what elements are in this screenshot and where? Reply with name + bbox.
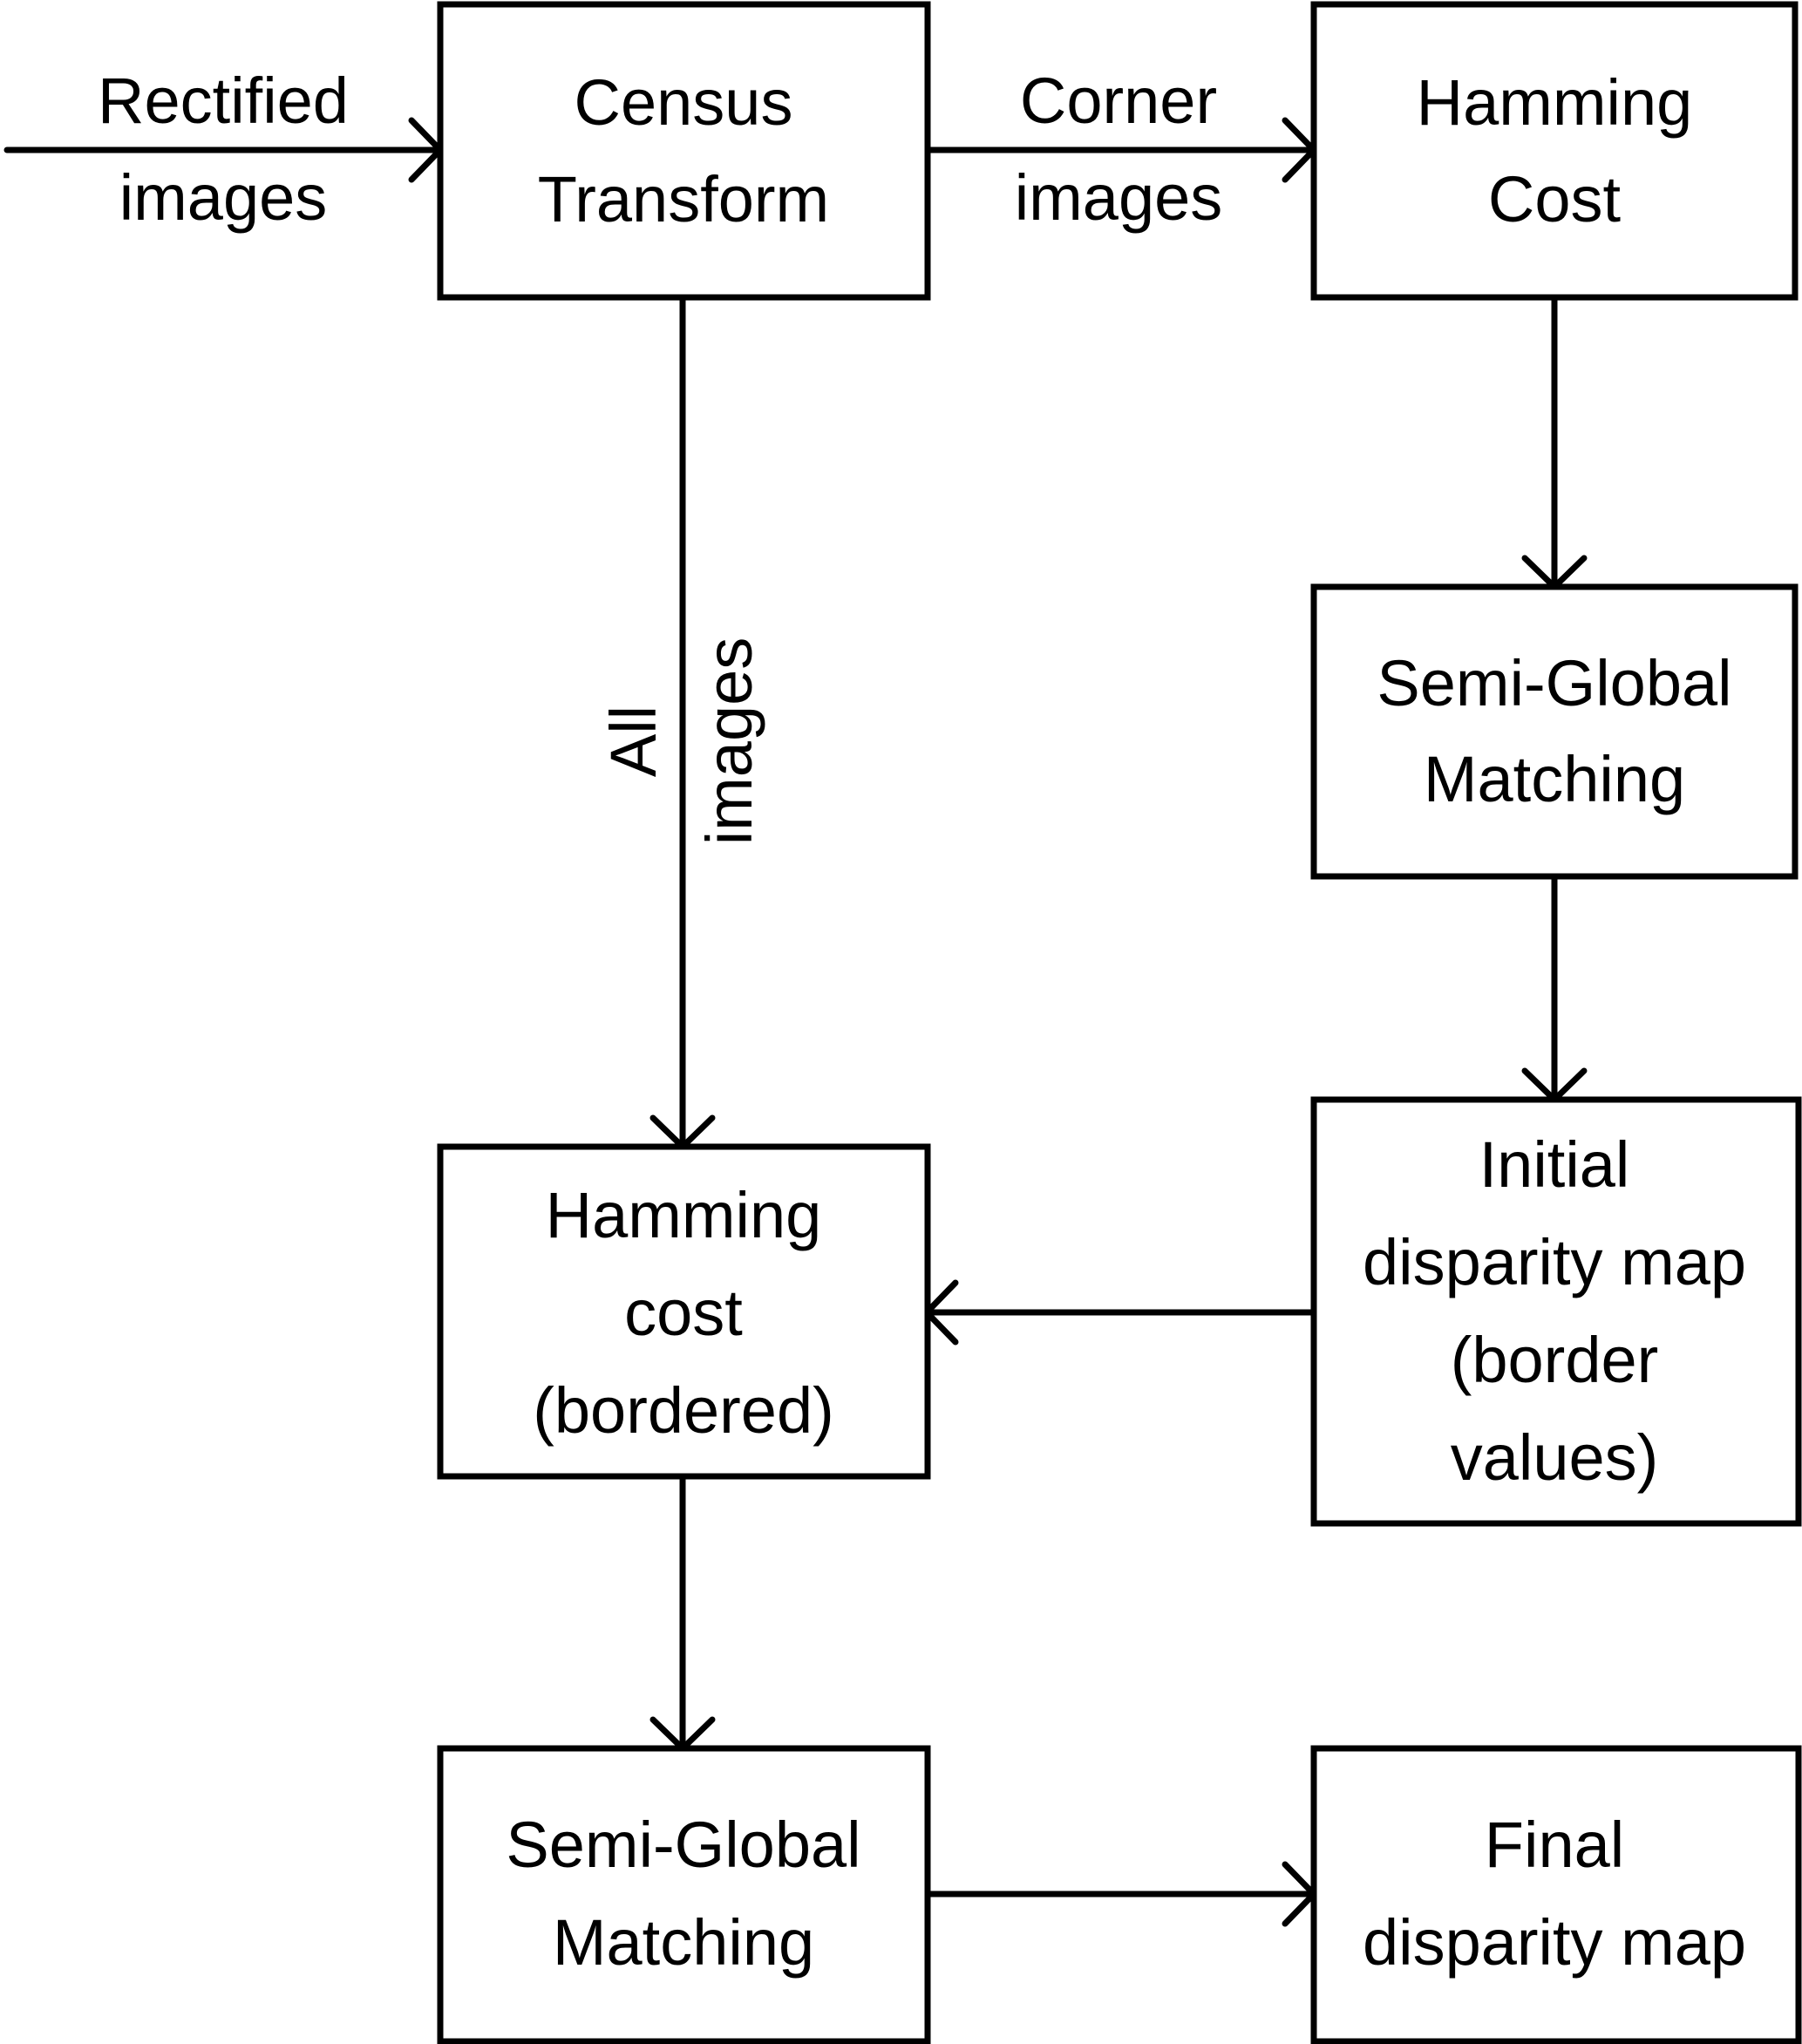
semi-global-matching-top-line-1: Semi-Global [1377, 647, 1731, 719]
hamming-cost-top-line-2: Cost [1488, 163, 1622, 235]
census-transform-line-1: Census [575, 66, 793, 139]
semi-global-matching-bottom-box: Semi-Global Matching [437, 1745, 931, 2044]
arrow-sgm-bottom-to-final-disparity [924, 1861, 1318, 1927]
rectified-images-line-2: images [119, 161, 328, 234]
semi-global-matching-bottom-line-1: Semi-Global [506, 1809, 860, 1881]
hamming-cost-bordered-line-1: Hamming [546, 1179, 822, 1251]
arrow-hamming-bordered-to-sgm-bottom [649, 1474, 716, 1753]
all-images-line-1: All [597, 705, 670, 777]
corner-images-line-2: images [1015, 161, 1223, 234]
semi-global-matching-top-box: Semi-Global Matching [1310, 583, 1799, 880]
initial-disparity-line-1: Initial [1479, 1128, 1630, 1201]
all-images-line-2: images [693, 637, 765, 846]
hamming-cost-bordered-box: Hamming cost (bordered) [437, 1143, 931, 1480]
semi-global-matching-top-line-2: Matching [1424, 743, 1685, 815]
all-images-label: All images [597, 637, 765, 846]
initial-disparity-line-2: disparity map [1363, 1226, 1746, 1298]
arrow-sgm-top-to-initial-disparity [1521, 874, 1588, 1104]
initial-disparity-map-box: Initial disparity map (border values) [1310, 1096, 1802, 1527]
hamming-cost-top-line-1: Hamming [1417, 66, 1693, 139]
hamming-cost-bordered-line-3: (bordered) [533, 1374, 834, 1447]
census-transform-box: Census Transform [437, 1, 931, 301]
rectified-images-label: Rectified images [98, 65, 349, 234]
hamming-cost-top-box: Hamming Cost [1310, 1, 1799, 301]
arrow-hamming-top-to-sgm-top [1521, 295, 1588, 591]
hamming-cost-bordered-line-2: cost [624, 1277, 743, 1349]
census-transform-line-2: Transform [538, 163, 829, 235]
initial-disparity-line-4: values) [1451, 1421, 1659, 1494]
arrow-initial-disparity-to-hamming-bordered [922, 1279, 1316, 1346]
initial-disparity-line-3: (border [1451, 1324, 1659, 1396]
final-disparity-line-2: disparity map [1363, 1906, 1746, 1979]
semi-global-matching-bottom-line-2: Matching [553, 1906, 814, 1979]
corner-images-line-1: Corner [1020, 65, 1217, 137]
rectified-images-line-1: Rectified [98, 65, 349, 137]
final-disparity-map-box: Final disparity map [1310, 1745, 1802, 2044]
final-disparity-line-1: Final [1485, 1809, 1624, 1881]
corner-images-label: Corner images [1015, 65, 1223, 234]
